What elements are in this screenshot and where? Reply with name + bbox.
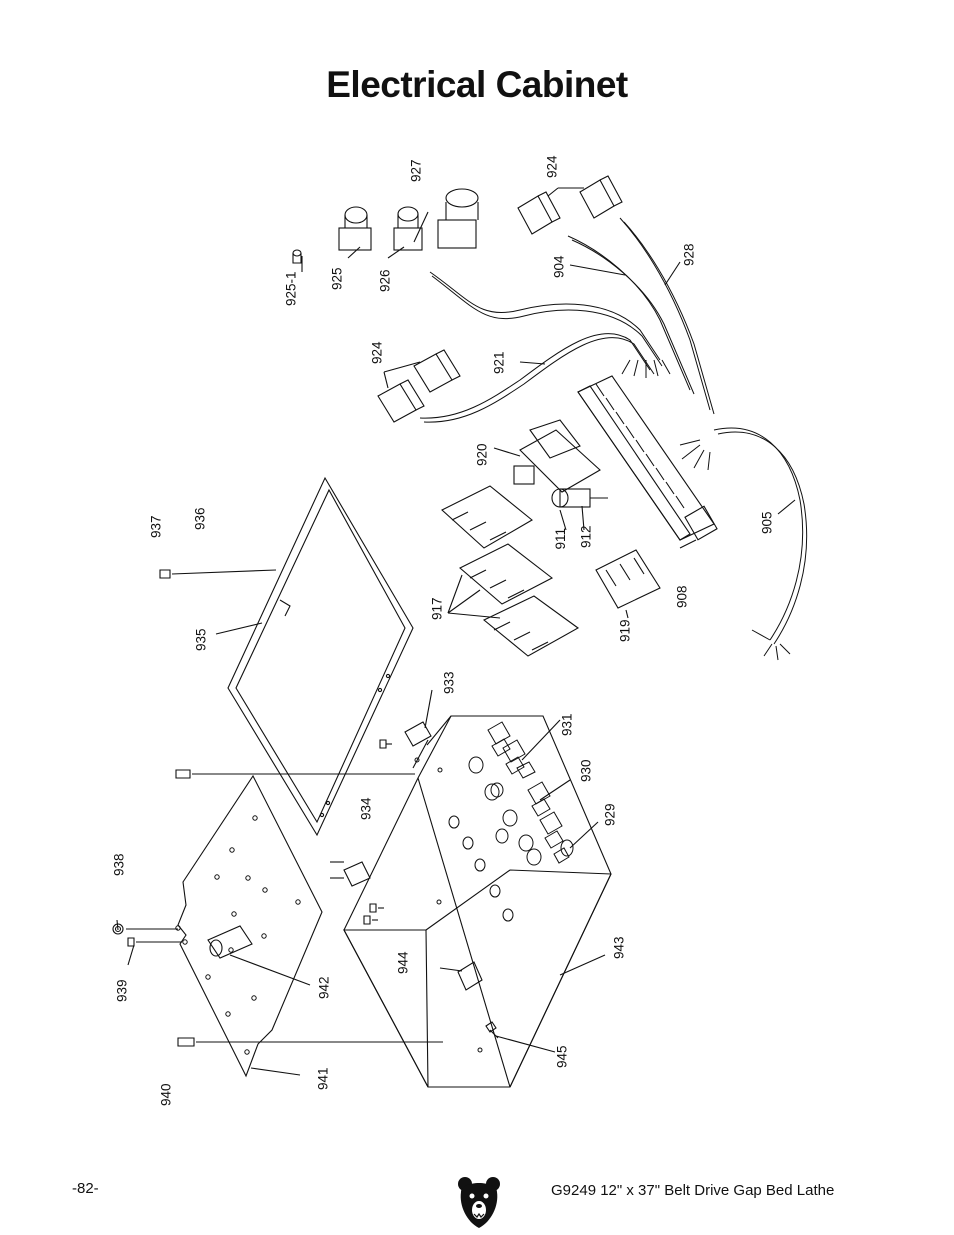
part-label-936: 936 <box>192 507 208 531</box>
terminal-blocks-924 <box>377 175 623 423</box>
part-label-931: 931 <box>559 713 575 737</box>
backplate-941 <box>175 774 323 1078</box>
part-label-911: 911 <box>553 527 569 550</box>
page-title: Electrical Cabinet <box>326 64 628 105</box>
part-label-904: 904 <box>551 255 567 279</box>
screws-and-leaders <box>112 256 606 1076</box>
push-buttons <box>292 188 479 264</box>
fuse-holder-911-912 <box>551 488 608 531</box>
part-label-920: 920 <box>474 443 490 467</box>
part-label-930: 930 <box>578 759 594 783</box>
part-label-921: 921 <box>491 351 507 375</box>
part-label-926: 926 <box>377 269 393 293</box>
part-label-929: 929 <box>602 803 618 827</box>
part-label-924b: 924 <box>369 341 385 365</box>
relay-919 <box>595 549 661 619</box>
product-name: G9249 12" x 37" Belt Drive Gap Bed Lathe <box>551 1182 835 1199</box>
part-label-924a: 924 <box>544 155 560 179</box>
part-label-943: 943 <box>611 936 627 960</box>
part-label-940: 940 <box>158 1083 174 1107</box>
part-label-938: 938 <box>111 853 127 877</box>
bear-head-icon <box>458 1177 500 1228</box>
transformer-920 <box>493 419 601 493</box>
part-label-912: 912 <box>578 525 594 549</box>
cover-panel-935 <box>227 476 414 837</box>
part-label-933: 933 <box>441 671 457 695</box>
part-label-927: 927 <box>408 159 424 183</box>
part-label-935: 935 <box>193 628 209 652</box>
part-label-919: 919 <box>617 619 633 643</box>
part-label-908: 908 <box>674 585 690 609</box>
part-label-939: 939 <box>114 979 130 1003</box>
contactors-917 <box>441 485 580 657</box>
part-label-944: 944 <box>395 951 411 975</box>
part-label-941: 941 <box>315 1067 331 1091</box>
electrical-box-943 <box>343 715 612 1088</box>
part-label-925-1: 925-1 <box>283 271 299 307</box>
part-label-905: 905 <box>759 511 775 535</box>
part-label-917: 917 <box>429 597 445 621</box>
part-label-942: 942 <box>316 976 332 1000</box>
cable-leaders <box>519 261 796 515</box>
part-label-934: 934 <box>358 797 374 821</box>
terminal-strip-908 <box>577 375 718 549</box>
part-label-937: 937 <box>148 515 164 539</box>
part-label-925: 925 <box>329 267 345 291</box>
wire-harnesses <box>419 217 808 661</box>
part-label-945: 945 <box>554 1045 570 1069</box>
part-label-928: 928 <box>681 243 697 267</box>
page-number: -82- <box>72 1180 99 1197</box>
